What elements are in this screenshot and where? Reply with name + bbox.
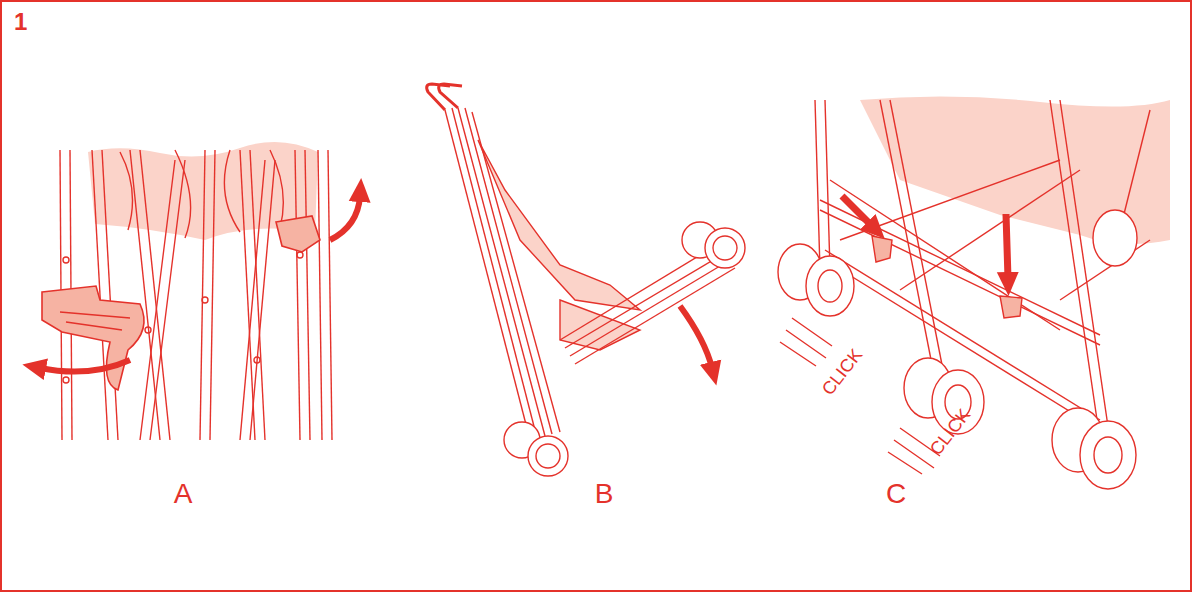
open-stroller-base xyxy=(806,256,854,316)
half-open-stroller xyxy=(575,268,735,364)
open-stroller-base xyxy=(1050,100,1100,440)
half-open-stroller xyxy=(705,228,745,268)
half-open-stroller xyxy=(713,236,737,260)
open-stroller-base xyxy=(780,318,940,474)
panel-letter: A xyxy=(174,480,193,508)
open-stroller-base xyxy=(1060,100,1110,440)
folded-frame xyxy=(318,150,322,440)
folded-frame xyxy=(250,160,275,440)
half-open-stroller xyxy=(452,108,537,438)
folded-frame xyxy=(295,150,300,440)
motion-arrow xyxy=(40,360,130,372)
folded-frame xyxy=(297,252,303,258)
panel-letter: B xyxy=(595,480,614,508)
open-stroller-base xyxy=(890,100,945,380)
folded-frame xyxy=(150,160,185,440)
folded-frame xyxy=(63,257,69,263)
half-open-stroller xyxy=(528,436,568,476)
motion-arrow xyxy=(680,306,712,368)
open-stroller-base xyxy=(900,170,1080,290)
open-stroller-base xyxy=(818,270,842,302)
half-open-stroller xyxy=(560,300,640,350)
open-stroller-base xyxy=(778,96,1170,489)
folded-frame xyxy=(63,377,69,383)
folded-frame xyxy=(102,150,118,440)
motion-arrow xyxy=(680,306,712,368)
fold-lever xyxy=(60,312,130,330)
folded-frame xyxy=(240,160,265,440)
panel-letter: C xyxy=(886,480,906,508)
open-stroller-base xyxy=(1000,296,1022,318)
fold-lever xyxy=(42,286,144,390)
folded-frame xyxy=(210,150,215,440)
fold-lever xyxy=(42,216,320,390)
motion-arrow xyxy=(842,196,872,226)
open-stroller-base xyxy=(815,100,820,270)
folded-frame xyxy=(145,327,151,333)
half-open-stroller xyxy=(565,250,730,348)
open-stroller-base xyxy=(840,160,1060,240)
folded-frame xyxy=(60,142,332,440)
half-open-stroller xyxy=(465,108,552,434)
folded-frame xyxy=(328,150,332,440)
half-open-stroller xyxy=(427,84,745,476)
folded-frame xyxy=(202,297,208,303)
open-stroller-base xyxy=(825,100,830,270)
open-stroller-base xyxy=(872,236,892,262)
half-open-stroller xyxy=(570,260,730,356)
sound-label: CLICK xyxy=(819,346,866,399)
motion-arrow xyxy=(40,196,360,372)
folded-frame xyxy=(200,150,205,440)
folded-frame xyxy=(254,357,260,363)
motion-arrow xyxy=(1006,214,1008,278)
folded-frame xyxy=(305,150,310,440)
open-stroller-base xyxy=(1080,421,1136,489)
half-open-stroller xyxy=(536,444,560,468)
half-open-stroller xyxy=(472,112,560,432)
half-open-stroller xyxy=(478,140,640,310)
fold-lever xyxy=(276,216,320,252)
motion-arrow xyxy=(842,196,1008,278)
open-stroller-base xyxy=(1094,437,1122,473)
folded-frame xyxy=(140,160,175,440)
half-open-stroller xyxy=(427,84,462,110)
open-stroller-base xyxy=(1093,210,1137,266)
step-number: 1 xyxy=(14,10,27,34)
sound-label: CLICK xyxy=(927,406,974,459)
motion-arrow xyxy=(330,196,360,240)
half-open-stroller xyxy=(458,108,545,436)
open-stroller-base xyxy=(820,210,1100,345)
